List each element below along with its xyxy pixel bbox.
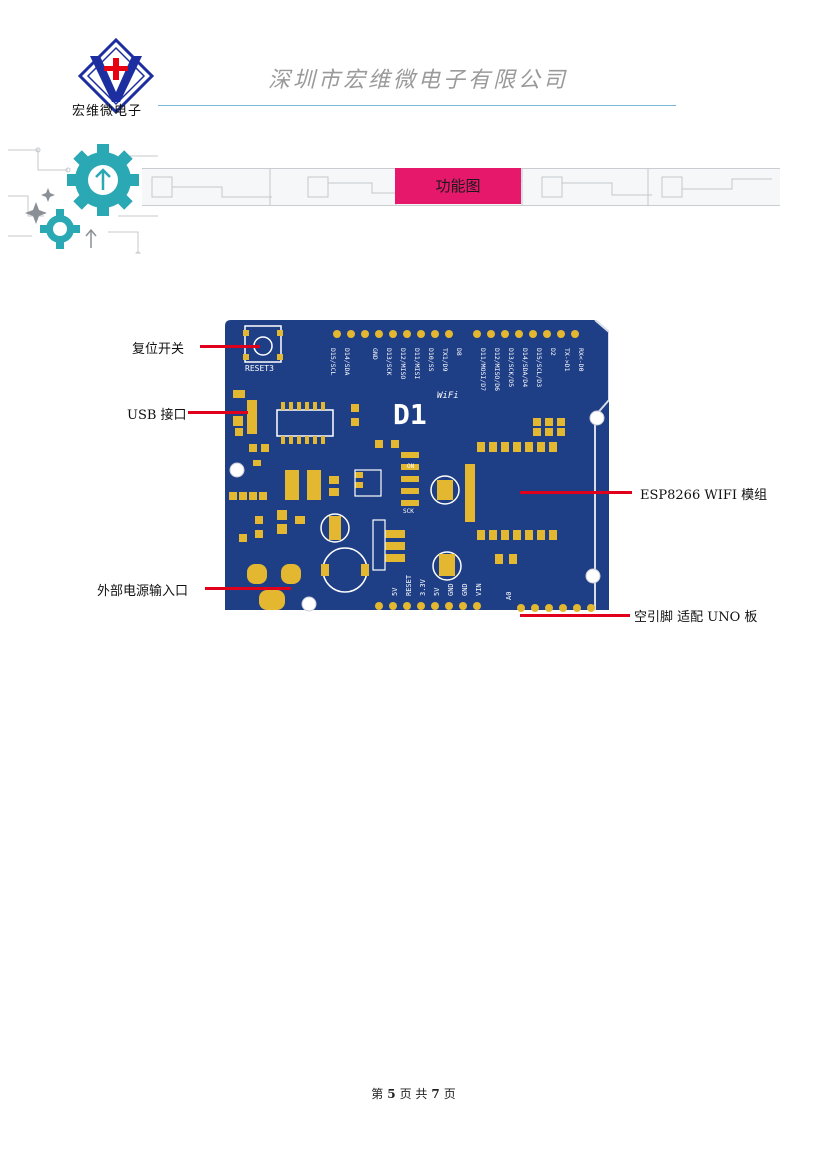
pin-label-d3: D15/SCL/D3 <box>535 348 543 387</box>
gears-decoration-icon <box>8 144 158 254</box>
arrow-power-input <box>205 587 291 590</box>
arrow-blank-pins <box>520 614 630 617</box>
pin-label-rx-d0: RX<-D0 <box>577 348 585 372</box>
pin-label-d12-miso: D12/MISO <box>399 348 407 379</box>
callout-reset-switch: 复位开关 <box>132 342 185 357</box>
pin-label-d13-sck: D13/SCK <box>385 348 393 375</box>
pin-label-3v3: 3.3V <box>419 578 427 596</box>
page-suffix: 页 <box>443 1087 456 1101</box>
pin-label-d11-misi: D11/MISI <box>413 348 421 379</box>
pin-label-vin: VIN <box>475 583 483 596</box>
pin-label-d10-ss: D10/SS <box>427 348 435 372</box>
sck-silkscreen: SCK <box>403 508 414 515</box>
pin-label-d2: D2 <box>549 348 557 356</box>
callout-esp-module: ESP8266 WIFI 模组 <box>640 488 768 503</box>
pin-label-gnd-1: GND <box>447 583 455 596</box>
page-current: 5 <box>387 1087 396 1101</box>
d1-silkscreen: D1 <box>393 398 427 431</box>
callout-power-input: 外部电源输入口 <box>97 584 189 599</box>
page-mid: 页 共 <box>399 1087 428 1101</box>
pin-label-d8: D8 <box>455 348 463 356</box>
company-logo <box>77 37 155 115</box>
pin-label-reset: RESET <box>405 574 413 596</box>
pin-label-gnd-2: GND <box>461 583 469 596</box>
pin-label-d4: D14/SDA/D4 <box>521 348 529 387</box>
pin-label-gnd: GND <box>371 348 379 360</box>
pin-label-a0: A0 <box>505 592 513 600</box>
pin-label-d15-scl: D15/SCL <box>329 348 337 375</box>
section-title: 功能图 <box>395 168 521 204</box>
page-prefix: 第 <box>371 1087 384 1101</box>
logo-caption: 宏维微电子 <box>72 104 143 119</box>
page-total: 7 <box>431 1087 440 1101</box>
on-silkscreen: ON <box>407 463 415 470</box>
reset-silkscreen: RESET3 <box>245 364 274 373</box>
pin-label-5v-2: 5V <box>433 587 441 596</box>
arrow-usb-port <box>188 411 248 414</box>
pin-label-d7: D11/MOSI/D7 <box>479 348 487 391</box>
d1-board-image: RESET3 ON SCK <box>225 320 609 612</box>
company-name: 深圳市宏维微电子有限公司 <box>268 68 569 93</box>
pin-label-tx-d1: TX->D1 <box>563 348 571 372</box>
callout-blank-pins: 空引脚 适配 UNO 板 <box>634 610 758 625</box>
callout-usb-port: USB 接口 <box>127 408 187 423</box>
wifi-silkscreen: WiFi <box>437 391 459 401</box>
pin-label-d6: D12/MISO/D6 <box>493 348 501 391</box>
arrow-reset-switch <box>200 345 260 348</box>
pin-label-d14-sda: D14/SDA <box>343 348 351 375</box>
pin-label-tx1-d9: TX1/D9 <box>441 348 449 372</box>
pin-label-d5: D13/SCK/D5 <box>507 348 515 387</box>
arrow-esp-module <box>520 491 632 494</box>
pin-label-5v: 5V <box>391 587 399 596</box>
header-divider <box>158 105 676 106</box>
